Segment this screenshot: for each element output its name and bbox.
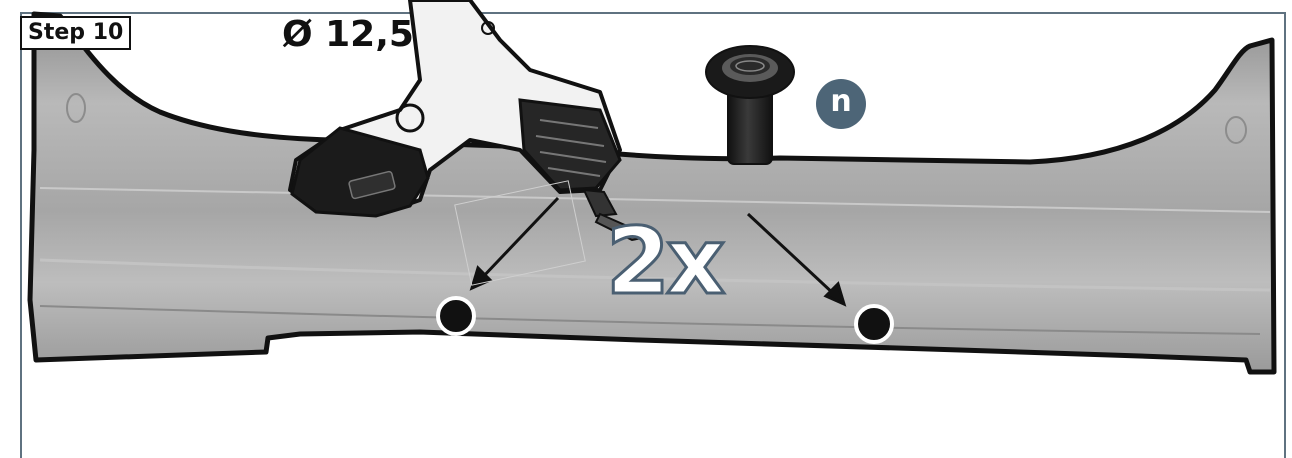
rivet-nut-icon: [705, 45, 795, 165]
hole-marker-left: [436, 296, 476, 336]
step-label: Step 10: [20, 16, 132, 50]
drill-diameter-label: Ø 12,5: [282, 14, 414, 55]
page-frame: [20, 12, 1286, 458]
hole-marker-right: [854, 304, 894, 344]
work-area-outline: [454, 180, 586, 286]
cordless-drill-icon: [288, 0, 644, 242]
part-letter-badge: n: [816, 79, 866, 129]
direction-arrows: [469, 196, 847, 307]
part-letter: n: [830, 84, 852, 119]
side-sill-panel: [27, 11, 1277, 375]
quantity-label: 2x: [604, 208, 726, 315]
